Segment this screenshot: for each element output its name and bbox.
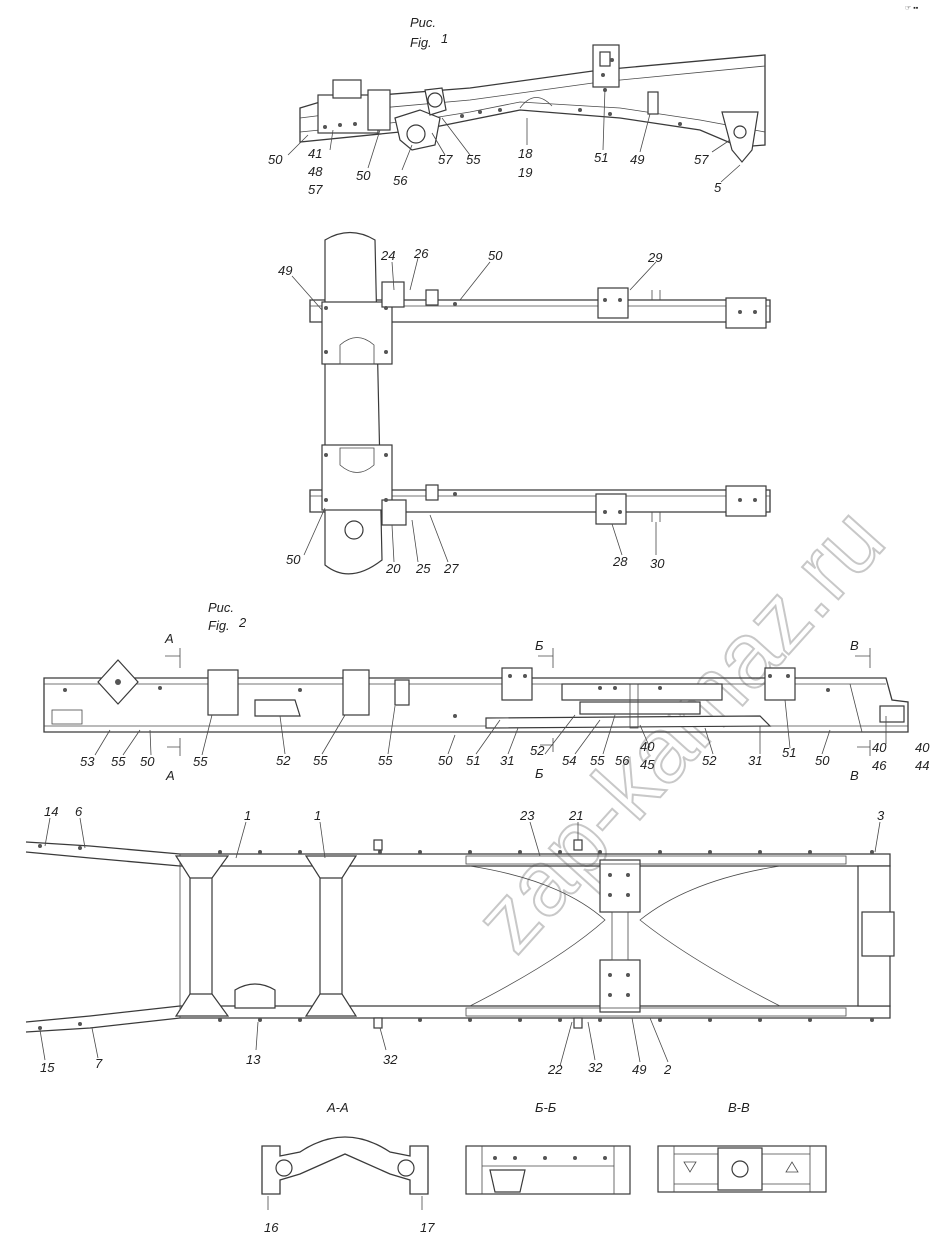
fig2-label-44: 44 xyxy=(915,758,929,773)
fig2-label-55d: 55 xyxy=(378,753,393,768)
mark-b-top: Б xyxy=(535,638,544,653)
section-bb-view xyxy=(465,1145,631,1195)
fig1top-label-30: 30 xyxy=(650,556,665,571)
fig2top-label-1b: 1 xyxy=(314,808,321,823)
fig2top-label-23: 23 xyxy=(519,808,535,823)
fig2top-label-13: 13 xyxy=(246,1052,261,1067)
fig1top-label-20: 20 xyxy=(385,561,401,576)
fig2-label-51b: 51 xyxy=(782,745,796,760)
fig2-label-52c: 52 xyxy=(702,753,717,768)
fig2-label-54: 54 xyxy=(562,753,576,768)
section-vv-view xyxy=(657,1145,827,1193)
section-vv-title: В-В xyxy=(728,1100,750,1115)
fig1top-label-27: 27 xyxy=(443,561,459,576)
fig1-top-view xyxy=(291,231,771,575)
fig2-label-31b: 31 xyxy=(748,753,762,768)
fig1-label-55: 55 xyxy=(466,152,481,167)
fig2-label-55e: 55 xyxy=(590,753,605,768)
fig2-label-40c: 40 xyxy=(915,740,930,755)
fig2-label-50b: 50 xyxy=(438,753,453,768)
fig1-label-18: 18 xyxy=(518,146,533,161)
fig1-label-5: 5 xyxy=(714,180,722,195)
fig1top-label-50b: 50 xyxy=(286,552,301,567)
section-bb-title: Б-Б xyxy=(535,1100,557,1115)
fig1-title-ru: Рис. xyxy=(410,15,436,30)
fig2-label-51a: 51 xyxy=(466,753,480,768)
fig2-label-50a: 50 xyxy=(140,754,155,769)
fig2top-label-14: 14 xyxy=(44,804,58,819)
fig2top-label-7: 7 xyxy=(95,1056,103,1071)
fig1top-label-49: 49 xyxy=(278,263,292,278)
fig1-label-50a: 50 xyxy=(268,152,283,167)
fig1top-label-29: 29 xyxy=(647,250,662,265)
fig2-label-40a: 40 xyxy=(640,739,655,754)
fig1-side-view xyxy=(287,44,766,183)
fig2top-label-1a: 1 xyxy=(244,808,251,823)
fig1top-label-25: 25 xyxy=(415,561,431,576)
fig2-label-55a: 55 xyxy=(111,754,126,769)
watermark-text: zap-kamaz.ru xyxy=(455,488,904,970)
fig1-number: 1 xyxy=(441,31,448,46)
sec-label-16: 16 xyxy=(264,1220,279,1235)
fig1-label-41: 41 xyxy=(308,146,322,161)
fig1-label-57c: 57 xyxy=(694,152,709,167)
fig1-label-49: 49 xyxy=(630,152,644,167)
fig2-title-en: Fig. xyxy=(208,618,230,633)
fig2-label-46: 46 xyxy=(872,758,887,773)
mark-b-bottom: Б xyxy=(535,766,544,781)
fig2-number: 2 xyxy=(238,615,247,630)
fig1-label-56: 56 xyxy=(393,173,408,188)
corner-mark: ☞ ▪▪ xyxy=(905,5,919,12)
section-aa-view xyxy=(261,1136,429,1210)
fig1-label-50b: 50 xyxy=(356,168,371,183)
fig2-label-55c: 55 xyxy=(313,753,328,768)
mark-a-bottom: А xyxy=(165,768,175,783)
fig2-label-40b: 40 xyxy=(872,740,887,755)
fig2top-label-32b: 32 xyxy=(588,1060,603,1075)
fig2top-label-49: 49 xyxy=(632,1062,646,1077)
fig2-side-view xyxy=(43,659,909,756)
fig2-label-52b: 52 xyxy=(530,743,545,758)
fig1-title-en: Fig. xyxy=(410,35,432,50)
fig2-label-55b: 55 xyxy=(193,754,208,769)
fig1top-label-24: 24 xyxy=(380,248,395,263)
fig2-label-56: 56 xyxy=(615,753,630,768)
sec-label-17: 17 xyxy=(420,1220,435,1235)
fig1-label-48: 48 xyxy=(308,164,323,179)
fig2-top-view xyxy=(25,817,895,1067)
fig2top-label-6: 6 xyxy=(75,804,83,819)
fig1-label-19: 19 xyxy=(518,165,532,180)
mark-v-top: В xyxy=(850,638,859,653)
mark-v-bottom: В xyxy=(850,768,859,783)
fig1-label-51: 51 xyxy=(594,150,608,165)
fig1top-label-50a: 50 xyxy=(488,248,503,263)
fig2top-label-15: 15 xyxy=(40,1060,55,1075)
fig1top-label-26: 26 xyxy=(413,246,429,261)
fig2top-label-22: 22 xyxy=(547,1062,563,1077)
section-cut-markers xyxy=(165,648,871,756)
fig2top-label-2: 2 xyxy=(663,1062,672,1077)
fig2-label-31a: 31 xyxy=(500,753,514,768)
fig2-label-45: 45 xyxy=(640,757,655,772)
fig1top-label-28: 28 xyxy=(612,554,628,569)
fig2-title-ru: Рис. xyxy=(208,600,234,615)
fig2-label-50c: 50 xyxy=(815,753,830,768)
fig1-label-57a: 57 xyxy=(308,182,323,197)
fig2-label-52a: 52 xyxy=(276,753,291,768)
mark-a-top: А xyxy=(164,631,174,646)
fig2top-label-32a: 32 xyxy=(383,1052,398,1067)
fig2top-label-3: 3 xyxy=(877,808,885,823)
section-aa-title: А-А xyxy=(326,1100,349,1115)
fig2-label-53: 53 xyxy=(80,754,95,769)
fig2top-label-21: 21 xyxy=(568,808,583,823)
fig1-label-57b: 57 xyxy=(438,152,453,167)
